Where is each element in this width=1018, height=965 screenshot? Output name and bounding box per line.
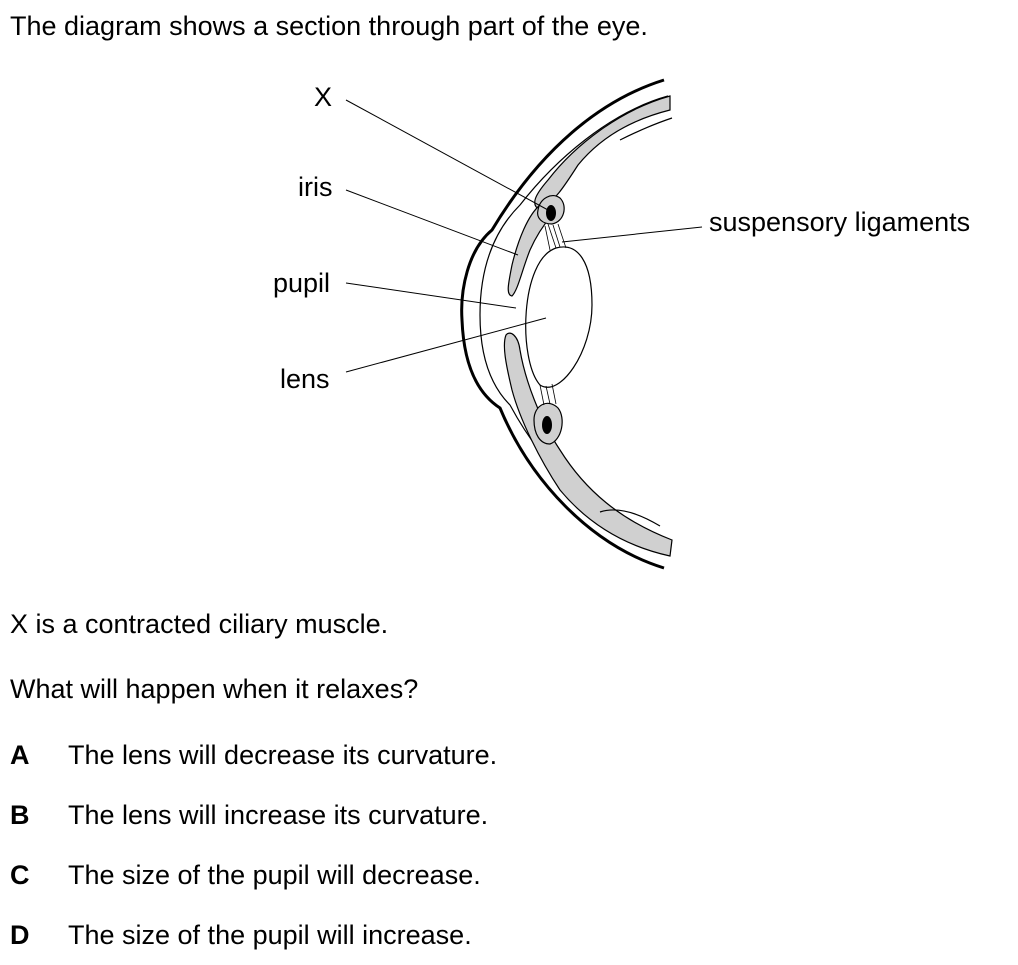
lower-band-line xyxy=(599,509,661,527)
label-leaders xyxy=(345,99,703,373)
option-text: The lens will decrease its curvature. xyxy=(68,740,498,770)
outer-wall xyxy=(460,78,665,570)
question-text: What will happen when it relaxes? xyxy=(10,674,419,704)
label-pupil: pupil xyxy=(273,268,330,298)
option-text: The lens will increase its curvature. xyxy=(68,800,489,830)
option-letter: C xyxy=(10,860,30,890)
option-letter: D xyxy=(10,920,30,950)
suspensory-ligaments-lower xyxy=(539,383,557,406)
option-text: The size of the pupil will increase. xyxy=(68,920,472,950)
upper-band-line xyxy=(619,117,673,141)
lens-shape xyxy=(525,246,593,388)
upper-tissue xyxy=(534,95,671,211)
label-iris: iris xyxy=(298,172,333,202)
statement-text: X is a contracted ciliary muscle. xyxy=(10,609,389,639)
intro-text: The diagram shows a section through part… xyxy=(10,11,648,41)
lower-tissue xyxy=(503,332,673,557)
label-suspensory-ligaments: suspensory ligaments xyxy=(709,207,970,237)
ciliary-muscle-upper-core xyxy=(546,205,556,221)
option-text: The size of the pupil will decrease. xyxy=(68,860,481,890)
upper-iris xyxy=(507,204,553,297)
eye-diagram: X iris pupil lens suspensory ligaments xyxy=(273,78,970,570)
label-x: X xyxy=(314,82,332,112)
ciliary-muscle-lower-core xyxy=(542,416,552,434)
suspensory-ligaments-upper xyxy=(544,223,567,251)
option-letter: B xyxy=(10,800,30,830)
label-lens: lens xyxy=(280,364,330,394)
option-letter: A xyxy=(10,740,30,770)
